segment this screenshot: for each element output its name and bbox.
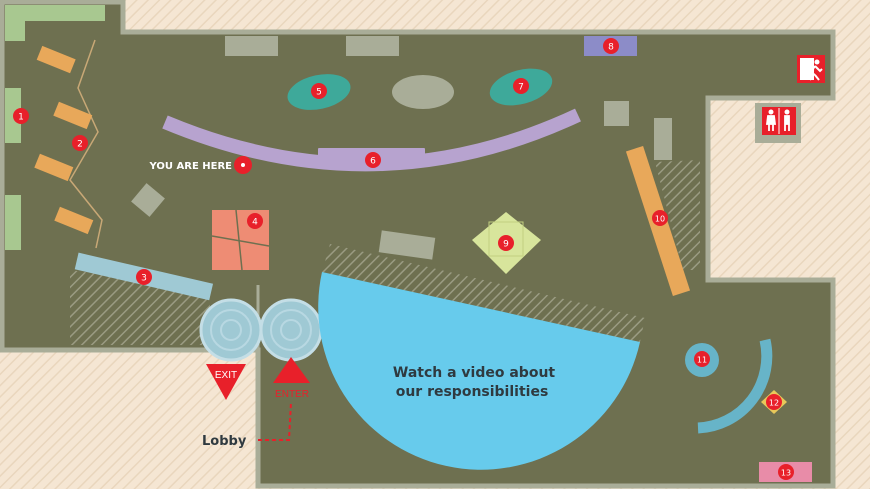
- you-are-here-dot: [241, 163, 245, 167]
- you-are-here-label: YOU ARE HERE: [149, 161, 233, 172]
- marker-13-label: 13: [781, 469, 791, 478]
- lobby-label: Lobby: [202, 434, 247, 449]
- marker-12-label: 12: [769, 399, 779, 408]
- hatched-area-right: [655, 160, 700, 270]
- marker-2-label: 2: [77, 140, 83, 150]
- gray-pedestal-diamond: [131, 183, 165, 217]
- gray-pedestal-2: [654, 118, 672, 160]
- marker-7: [513, 78, 529, 94]
- marker-5: [311, 83, 327, 99]
- enter-label: ENTER: [275, 389, 309, 400]
- video-area: [318, 272, 640, 470]
- gray-pedestal-3: [378, 230, 436, 260]
- zigzag-partition: [69, 39, 103, 249]
- marker-1: [13, 108, 29, 124]
- marker-6: [365, 152, 381, 168]
- marker-7-label: 7: [518, 83, 524, 93]
- display-ellipse-center: [392, 75, 454, 109]
- lobby-path: [258, 401, 292, 441]
- green-wall-top-strip: [25, 5, 105, 21]
- marker-5-label: 5: [316, 88, 322, 98]
- enter-arrow-icon: [273, 357, 310, 383]
- marker-10-label: 10: [655, 215, 665, 224]
- video-label-line1: Watch a video about: [393, 365, 556, 381]
- revolving-door-exit: [199, 298, 263, 362]
- marker-9: [498, 235, 514, 251]
- marker-8-label: 8: [608, 43, 614, 53]
- revolving-door-enter: [259, 298, 323, 362]
- display-tables-left: [34, 45, 94, 235]
- marker-6-label: 6: [370, 157, 376, 167]
- green-wall-left-1: [5, 88, 21, 143]
- marker-4-label: 4: [252, 218, 258, 228]
- video-label-line2: our responsibilities: [396, 384, 549, 400]
- marker-11-label: 11: [697, 356, 707, 365]
- exit-label: EXIT: [215, 370, 237, 381]
- marker-3: [136, 269, 152, 285]
- blue-arc-display: [697, 338, 773, 434]
- gray-pedestal-1: [604, 101, 629, 126]
- hatched-area-video: [322, 244, 645, 342]
- marker-13: [778, 464, 794, 480]
- marker-4: [247, 213, 263, 229]
- top-wall-panels: [225, 36, 399, 56]
- marker-11: [694, 351, 710, 367]
- marker-8: [603, 38, 619, 54]
- green-wall-top: [5, 5, 25, 41]
- green-wall-left-2: [5, 195, 21, 250]
- marker-1-label: 1: [18, 113, 24, 123]
- marker-10: [652, 210, 668, 226]
- marker-2: [72, 135, 88, 151]
- exit-arrow-icon: [206, 364, 246, 400]
- marker-12: [766, 394, 782, 410]
- restroom-icon: [755, 103, 801, 143]
- marker-3-label: 3: [141, 274, 147, 284]
- exit-sign-icon: [797, 55, 825, 83]
- marker-9-label: 9: [503, 240, 509, 250]
